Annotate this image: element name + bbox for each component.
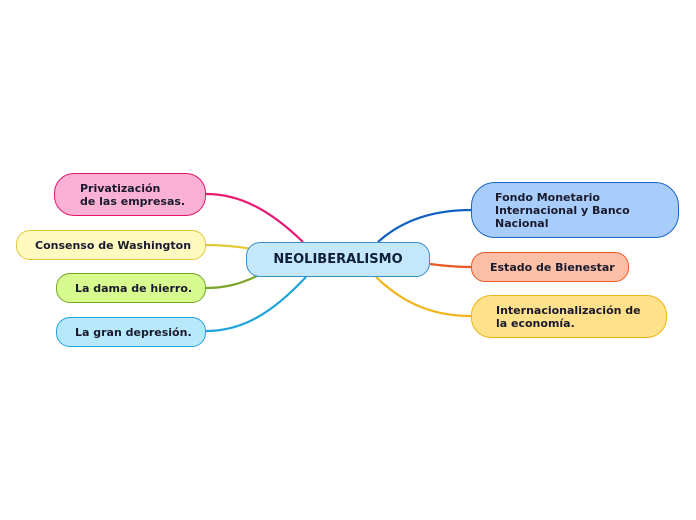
topic-estado-bienestar[interactable]: Estado de Bienestar [471, 252, 629, 282]
connector-privatizacion [205, 192, 304, 243]
connector-internacionalizacion [375, 276, 472, 318]
connector-consenso [205, 243, 253, 251]
topic-gran-depresion[interactable]: La gran depresión. [56, 317, 206, 347]
connector-depresion [205, 276, 307, 333]
topic-privatizacion[interactable]: Privatización de las empresas. [54, 173, 206, 216]
connector-bienestar [429, 262, 472, 269]
topic-fondo-monetario[interactable]: Fondo Monetario Internacional y Banco Na… [471, 182, 679, 238]
topic-dama-de-hierro[interactable]: La dama de hierro. [56, 273, 206, 303]
connector-fmi [377, 208, 472, 243]
topic-internacionalizacion[interactable]: Internacionalización de la economía. [471, 295, 667, 338]
connector-dama [205, 275, 258, 290]
topic-consenso-washington[interactable]: Consenso de Washington [16, 230, 206, 260]
central-topic[interactable]: NEOLIBERALISMO [246, 242, 430, 277]
